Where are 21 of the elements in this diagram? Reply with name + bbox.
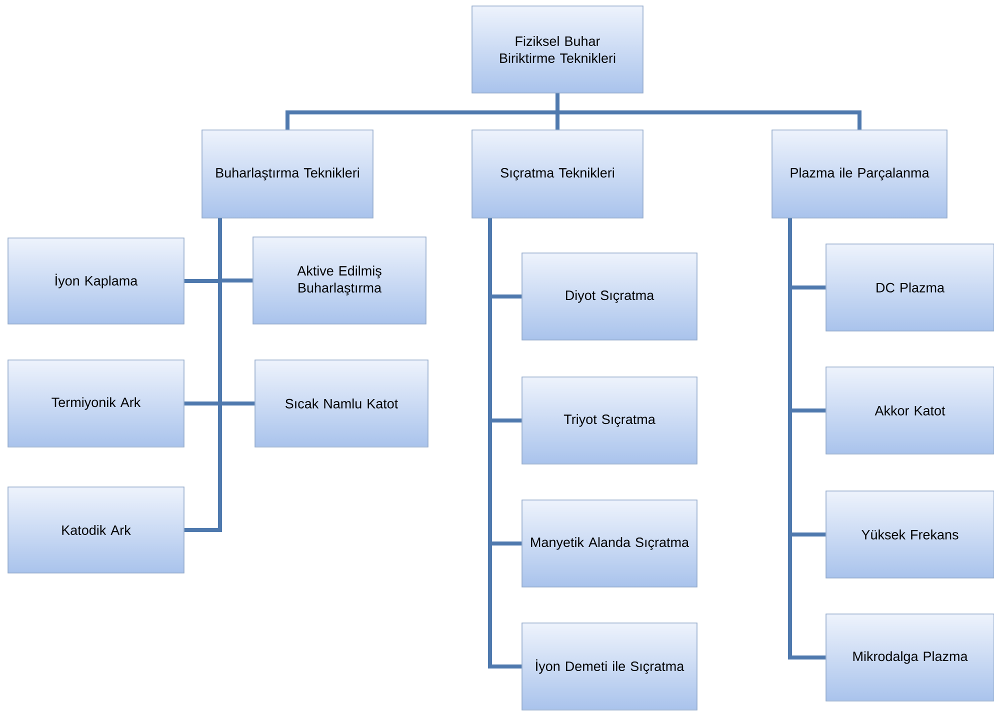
process-box: Termiyonik Ark: [8, 360, 184, 448]
connector-line: [184, 218, 222, 532]
process-box: Triyot Sıçratma: [522, 376, 698, 464]
process-box: Plazma ile Parçalanma: [772, 130, 948, 218]
process-box: Diyot Sıçratma: [522, 252, 698, 340]
process-box: İyon Kaplama: [8, 238, 184, 324]
process-box: Aktive Edilmiş Buharlaştırma: [252, 236, 426, 324]
connector-line: [488, 218, 522, 668]
process-box: Akkor Katot: [826, 366, 994, 454]
connector-line: [788, 218, 826, 660]
process-box: İyon Demeti ile Sıçratma: [522, 622, 698, 710]
connector-line: [556, 93, 862, 130]
process-box: Sıçratma Teknikleri: [472, 130, 644, 218]
process-box: Mikrodalga Plazma: [826, 614, 994, 702]
process-box: Yüksek Frekans: [826, 490, 994, 578]
process-box: Buharlaştırma Teknikleri: [202, 130, 374, 218]
process-box: Katodik Ark: [8, 486, 184, 574]
process-box: DC Plazma: [826, 244, 994, 332]
process-box: Manyetik Alanda Sıçratma: [522, 500, 698, 588]
process-box: Fiziksel Buhar Biriktirme Teknikleri: [472, 6, 644, 94]
process-box: Sıcak Namlu Katot: [254, 360, 428, 448]
